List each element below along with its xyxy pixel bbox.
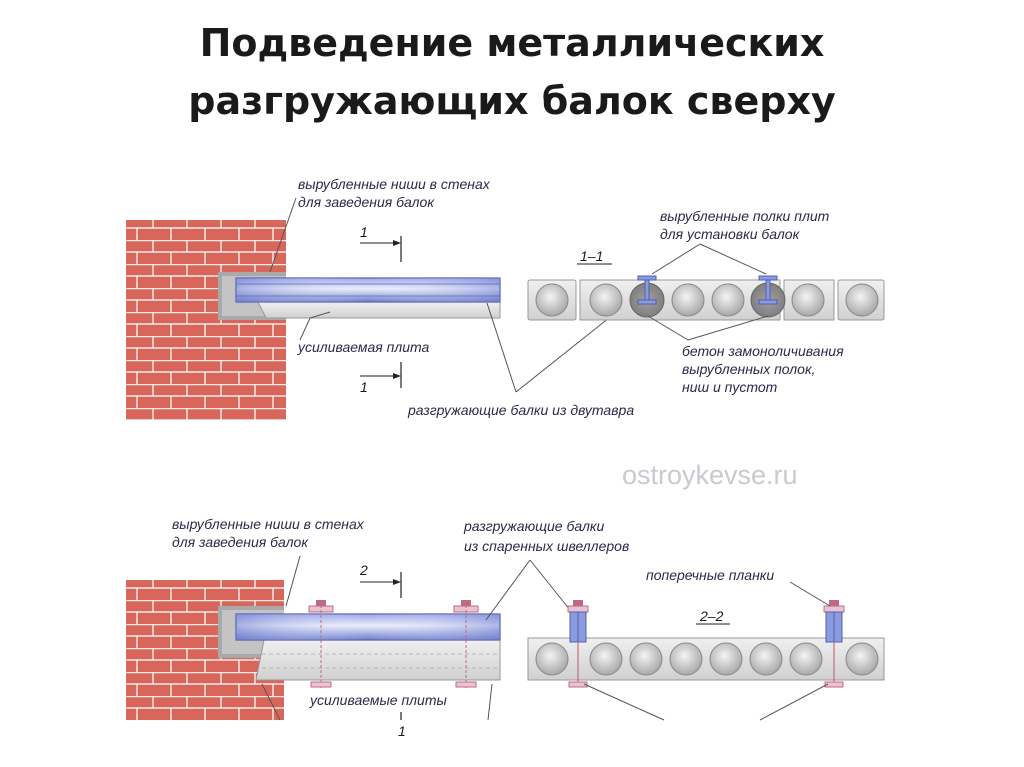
section-marker-bottom: 1 bbox=[360, 379, 368, 395]
hollow-core-slab bbox=[527, 637, 885, 681]
i-beam-section bbox=[637, 275, 657, 305]
slabs-label: усиливаемые плиты bbox=[309, 692, 448, 708]
section-marker-bottom: 1 bbox=[398, 723, 406, 739]
niche-label-line-1: вырубленные ниши в стенах bbox=[298, 176, 491, 192]
strips-label: поперечные планки bbox=[646, 567, 774, 583]
slab-label: усиливаемая плита bbox=[297, 339, 430, 355]
section-marker-top: 1 bbox=[360, 224, 368, 240]
shelves-label-line-1: вырубленные полки плит bbox=[660, 208, 830, 224]
title-line-1: Подведение металлических bbox=[199, 21, 825, 65]
bottom-elevation: 2 1 вырубленные ниши в стенах для заведе… bbox=[126, 516, 579, 739]
top-elevation: 1 1 вырубленные ниши в стенах для заведе… bbox=[126, 176, 645, 420]
niche-label-line-2: для заведения балок bbox=[298, 194, 435, 210]
bolt bbox=[308, 600, 334, 690]
bolt bbox=[453, 600, 479, 690]
i-beam-section bbox=[758, 275, 778, 305]
concrete-label-line-1: бетон замоноличивания bbox=[682, 343, 844, 359]
paired-channels bbox=[567, 600, 589, 688]
beams-label-line-1: разгружающие балки bbox=[463, 518, 604, 534]
slide-title: Подведение металлических разгружающих ба… bbox=[0, 14, 1024, 130]
watermark: ostroykevse.ru bbox=[622, 460, 798, 490]
niche-label-line-2: для заведения балок bbox=[172, 534, 309, 550]
top-section-1-1: 1–1 вырубле bbox=[527, 208, 885, 395]
title-line-2: разгружающих балок сверху bbox=[188, 79, 836, 123]
shelves-label-line-2: для установки балок bbox=[660, 226, 801, 242]
beams-label: разгружающие балки из двутавра bbox=[407, 402, 634, 418]
niche-label-line-1: вырубленные ниши в стенах bbox=[172, 516, 365, 532]
concrete-label-line-2: вырубленных полок, bbox=[682, 361, 815, 377]
section-marker-top: 2 bbox=[359, 562, 368, 578]
reinforced-slabs bbox=[255, 639, 501, 681]
reinforced-slab bbox=[257, 301, 501, 319]
beams-label-line-2: из спаренных швеллеров bbox=[464, 538, 629, 554]
section-label: 2–2 bbox=[699, 608, 724, 624]
bottom-section-2-2: 2–2 bbox=[463, 518, 885, 721]
concrete-label-line-3: ниш и пустот bbox=[682, 379, 778, 395]
section-label: 1–1 bbox=[580, 248, 603, 264]
paired-channels bbox=[823, 600, 845, 688]
